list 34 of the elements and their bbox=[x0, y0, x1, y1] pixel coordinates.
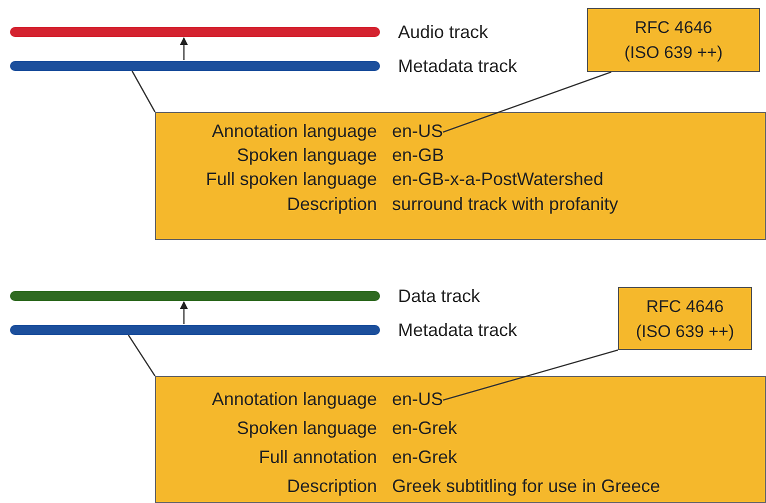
track-bar bbox=[10, 27, 380, 37]
leader-line bbox=[132, 70, 156, 112]
metadata-panel bbox=[155, 376, 766, 503]
field-value: Greek subtitling for use in Greece bbox=[392, 475, 660, 497]
track-bar bbox=[10, 291, 380, 301]
track-label: Metadata track bbox=[398, 55, 518, 77]
track-label: Data track bbox=[398, 285, 480, 307]
field-value: surround track with profanity bbox=[392, 193, 618, 215]
track-bar bbox=[10, 61, 380, 71]
arrow bbox=[180, 301, 188, 324]
leader-line bbox=[128, 334, 156, 376]
standard-box: RFC 4646 (ISO 639 ++) bbox=[587, 8, 760, 72]
field-value: en-US bbox=[392, 120, 444, 142]
field-name: Spoken language bbox=[236, 417, 377, 439]
field-name: Annotation language bbox=[212, 120, 377, 142]
field-value: en-Grek bbox=[392, 446, 458, 468]
field-name: Spoken language bbox=[236, 144, 377, 166]
metadata-panel bbox=[155, 112, 766, 240]
leader-line bbox=[442, 71, 612, 133]
leader-line bbox=[442, 349, 618, 401]
track-bar bbox=[10, 325, 380, 335]
standard-box: RFC 4646 (ISO 639 ++) bbox=[618, 287, 752, 350]
field-name: Description bbox=[286, 193, 377, 215]
arrow bbox=[180, 37, 188, 60]
track-label: Audio track bbox=[398, 21, 488, 43]
field-value: en-Grek bbox=[392, 417, 458, 439]
field-value: en-US bbox=[392, 388, 444, 410]
field-name: Full spoken language bbox=[206, 168, 377, 190]
field-value: en-GB bbox=[392, 144, 444, 166]
field-name: Full annotation bbox=[258, 446, 377, 468]
field-name: Annotation language bbox=[212, 388, 377, 410]
field-name: Description bbox=[286, 475, 377, 497]
track-label: Metadata track bbox=[398, 319, 518, 341]
field-value: en-GB-x-a-PostWatershed bbox=[392, 168, 604, 190]
